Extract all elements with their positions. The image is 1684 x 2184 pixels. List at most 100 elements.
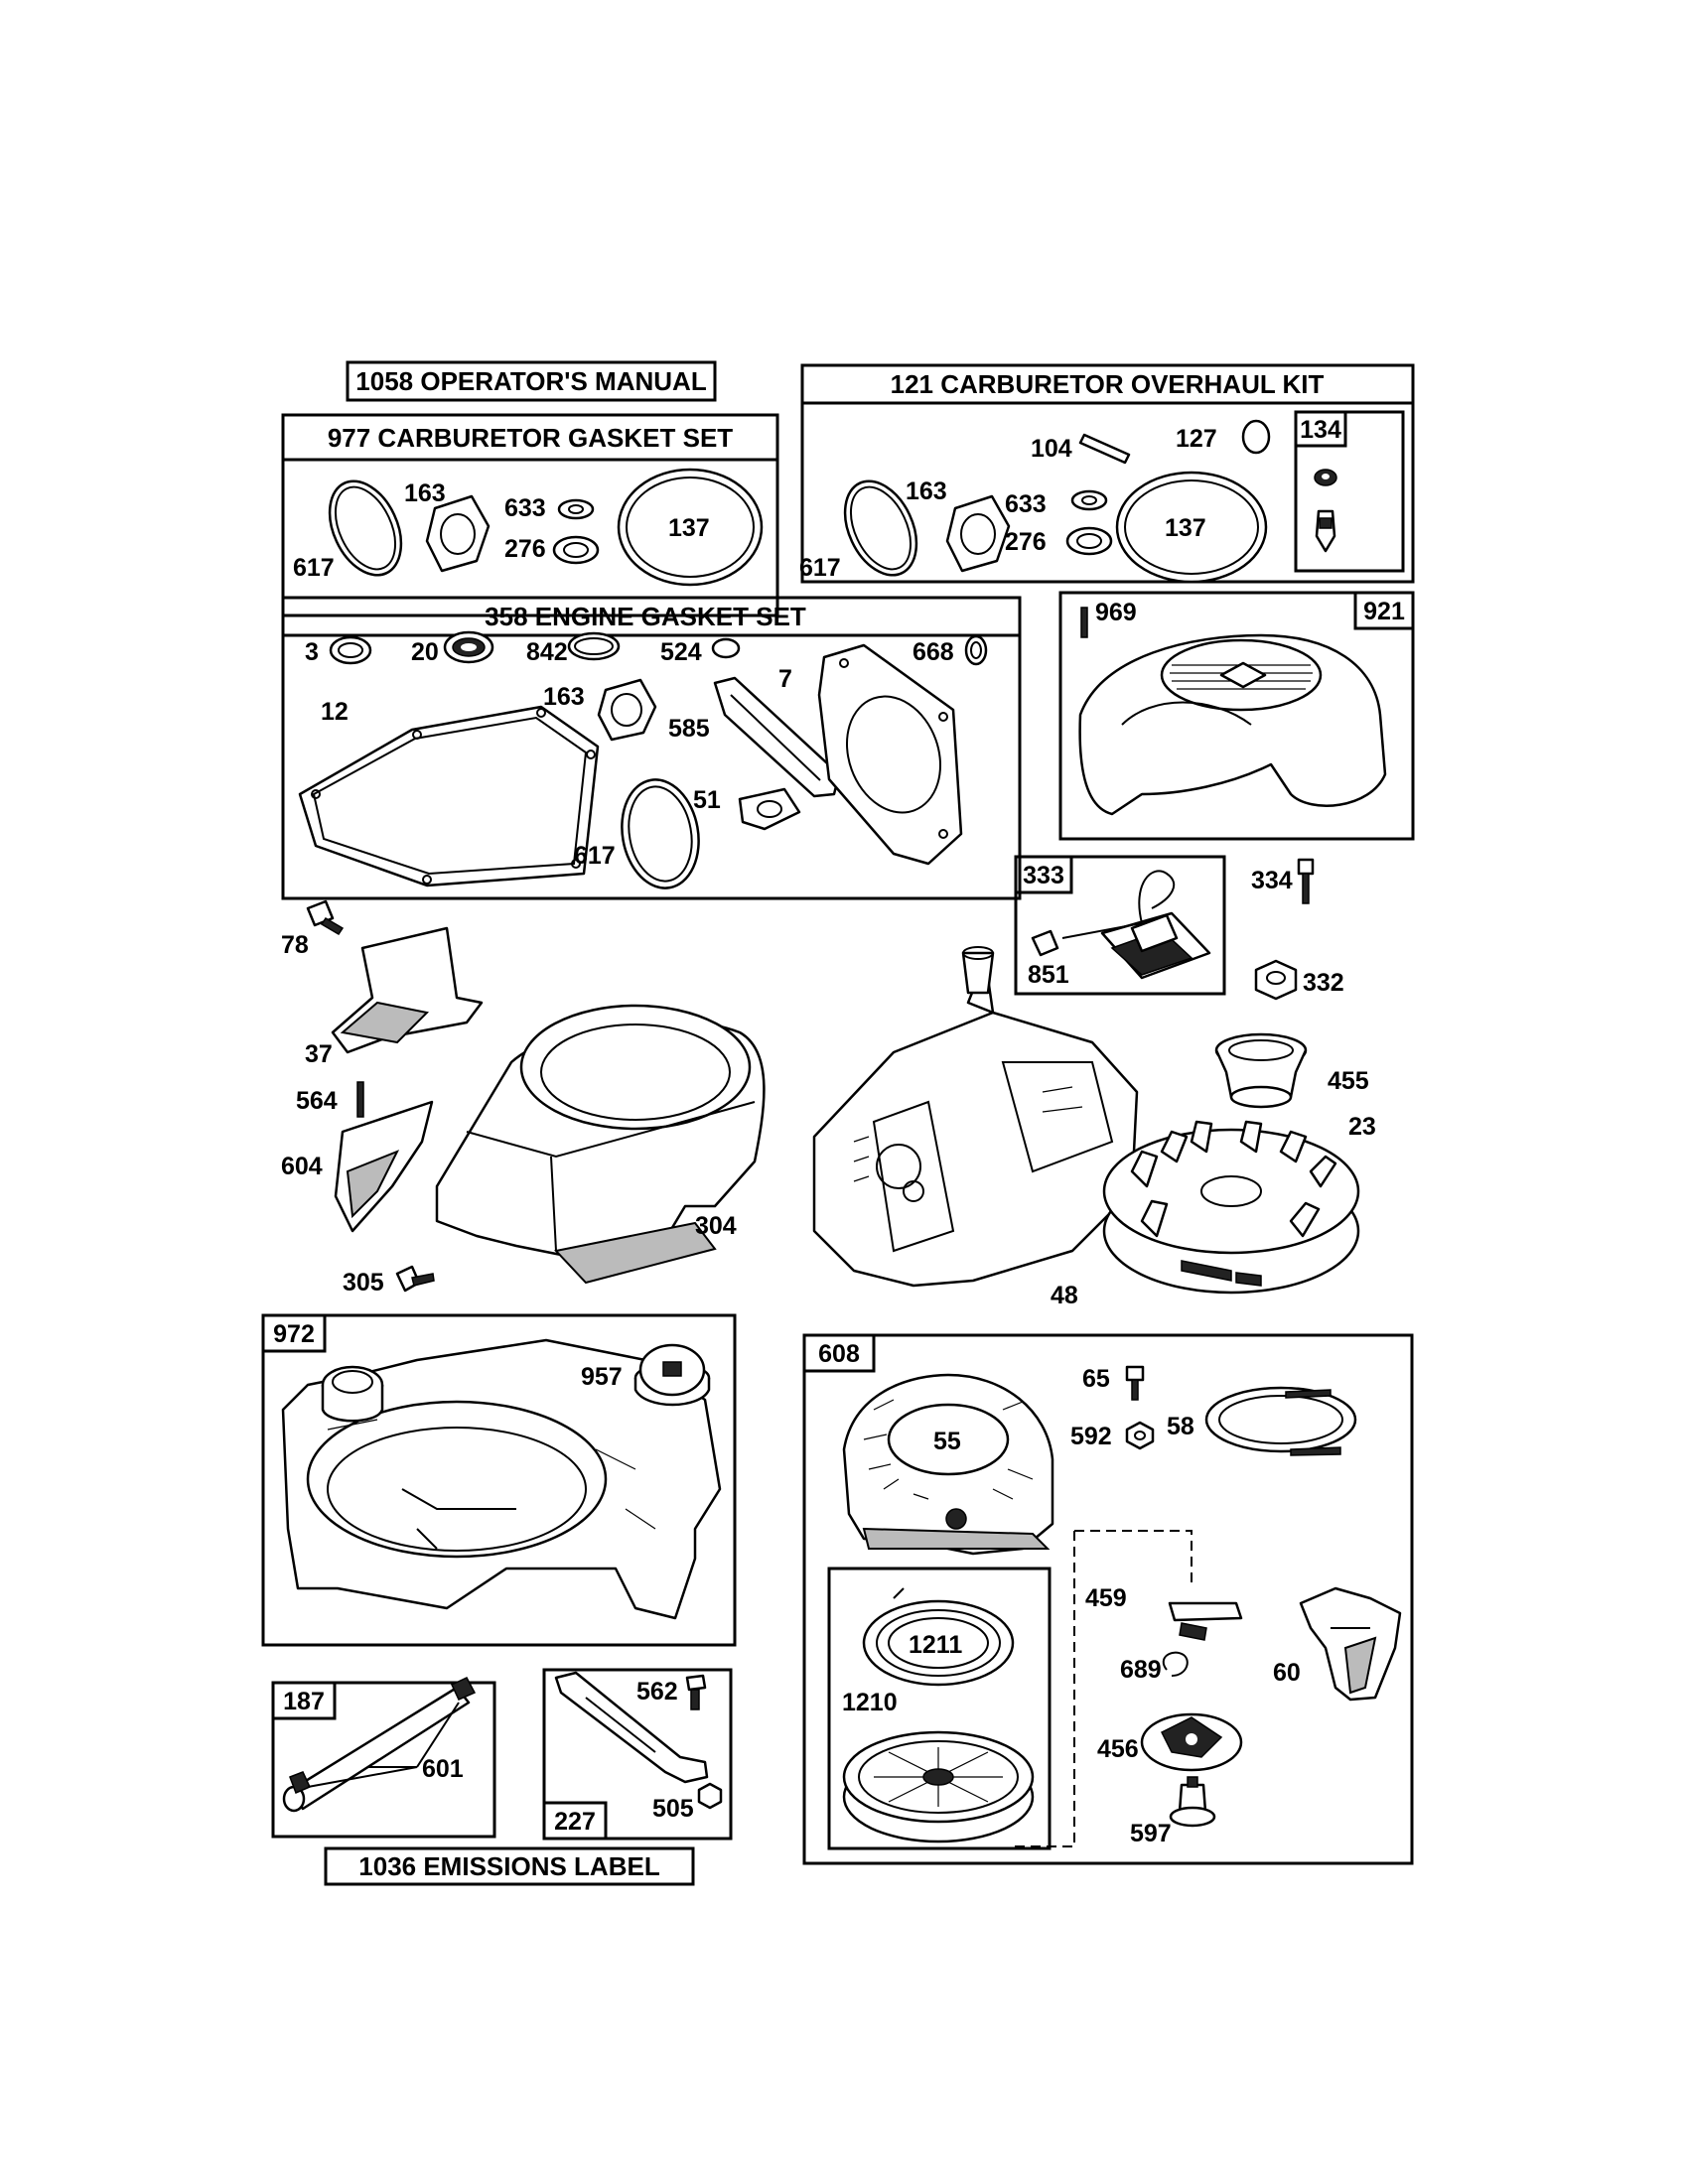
- group-134-box[interactable]: 134: [1294, 410, 1405, 573]
- part-label-163: 163: [543, 683, 585, 711]
- emissions-label-box[interactable]: 1036 EMISSIONS LABEL: [324, 1846, 695, 1886]
- seal-668: [964, 634, 988, 666]
- gasket-163-a: [425, 494, 491, 573]
- part-label-7: 7: [778, 665, 792, 693]
- ignition-armature: [1031, 870, 1211, 980]
- part-label-276: 276: [504, 535, 546, 563]
- part-label-3: 3: [305, 638, 319, 666]
- part-label-505: 505: [652, 1795, 694, 1823]
- part-label-633: 633: [504, 494, 546, 522]
- part-label-163: 163: [906, 478, 947, 505]
- group-972-box[interactable]: 972: [261, 1313, 737, 1647]
- shroud-304: [435, 1004, 766, 1285]
- group-tag-333: 333: [1023, 862, 1064, 889]
- carburetor-gasket-set-box[interactable]: 977 CARBURETOR GASKET SET: [281, 413, 779, 617]
- operators-manual-box[interactable]: 1058 OPERATOR'S MANUAL: [346, 360, 717, 402]
- seal-3: [329, 635, 372, 665]
- rope-58: [1204, 1386, 1357, 1456]
- head-gasket-7: [817, 643, 963, 866]
- part-label-37: 37: [305, 1040, 333, 1068]
- part-label-957: 957: [581, 1363, 623, 1391]
- part-label-455: 455: [1328, 1067, 1369, 1095]
- group-tag-921: 921: [1363, 598, 1405, 625]
- part-label-562: 562: [636, 1678, 678, 1706]
- part-label-842: 842: [526, 638, 568, 666]
- group-tag-972: 972: [273, 1320, 315, 1348]
- group-tag-227: 227: [554, 1808, 596, 1836]
- part-label-604: 604: [281, 1153, 323, 1180]
- part-label-65: 65: [1082, 1365, 1110, 1393]
- carburetor-gasket-set-title: 977 CARBURETOR GASKET SET: [328, 423, 733, 453]
- starter-cup-455: [1214, 1032, 1308, 1109]
- part-label-304: 304: [695, 1212, 737, 1240]
- crankcase-gasket-12: [298, 705, 600, 887]
- spring-box[interactable]: [827, 1567, 1052, 1850]
- gasket-617-a: [328, 479, 403, 577]
- part-label-456: 456: [1097, 1735, 1139, 1763]
- starter-housing-55: [842, 1373, 1054, 1556]
- group-tag-187: 187: [283, 1688, 325, 1715]
- emissions-label-title: 1036 EMISSIONS LABEL: [358, 1851, 660, 1881]
- gasket-163-b: [945, 494, 1011, 573]
- part-label-459: 459: [1085, 1584, 1127, 1612]
- part-label-668: 668: [912, 638, 954, 666]
- part-label-969: 969: [1095, 599, 1137, 626]
- rewind-spring-1211: [862, 1587, 1015, 1687]
- part-label-689: 689: [1120, 1656, 1162, 1684]
- pawl-459: [1168, 1601, 1243, 1641]
- retainer-456: [1140, 1712, 1243, 1772]
- group-333-box[interactable]: 333 851: [1014, 855, 1226, 996]
- needle-seat-icon: [1314, 469, 1337, 486]
- part-label-334: 334: [1251, 867, 1293, 894]
- nut-332: [1254, 959, 1298, 1001]
- oil-seal-20: [443, 630, 494, 664]
- part-label-127: 127: [1176, 425, 1217, 453]
- part-label-601: 601: [422, 1755, 464, 1783]
- pin-104: [1078, 433, 1131, 465]
- part-label-1211: 1211: [909, 1631, 962, 1659]
- washer-276-b: [1065, 526, 1113, 556]
- part-label-851: 851: [1028, 961, 1069, 989]
- screw-562: [685, 1674, 707, 1710]
- gasket-137-b: [1115, 471, 1268, 584]
- group-187-box[interactable]: 187 601: [271, 1677, 496, 1839]
- group-608-box[interactable]: 608: [802, 1333, 1414, 1865]
- nut-505: [697, 1782, 723, 1810]
- screw-969: [1080, 607, 1088, 638]
- retainer-ring-689: [1162, 1651, 1189, 1677]
- part-label-51: 51: [693, 786, 721, 814]
- part-label-1210: 1210: [842, 1689, 898, 1716]
- part-label-137: 137: [1165, 514, 1206, 542]
- part-label-617: 617: [799, 554, 841, 582]
- group-tag-608: 608: [818, 1340, 860, 1368]
- gasket-585: [713, 676, 841, 798]
- part-label-163: 163: [404, 479, 446, 507]
- o-ring-524: [711, 637, 741, 659]
- washer-633-a: [557, 498, 595, 520]
- blower-housing: [1078, 633, 1387, 816]
- washer-633-b: [1070, 489, 1108, 511]
- part-label-12: 12: [321, 698, 349, 726]
- screw-78: [306, 899, 345, 936]
- gasket-137-a: [617, 468, 764, 587]
- part-label-617: 617: [293, 554, 335, 582]
- control-bracket: [554, 1671, 709, 1784]
- washer-276-a: [552, 535, 600, 565]
- screw-334: [1297, 858, 1315, 904]
- part-label-20: 20: [411, 638, 439, 666]
- gasket-163-c: [597, 678, 657, 742]
- screw-65: [1125, 1365, 1145, 1401]
- part-label-55: 55: [933, 1428, 961, 1455]
- nut-592: [1125, 1421, 1155, 1450]
- engine-gasket-set-box[interactable]: 358 ENGINE GASKET SET: [281, 596, 1022, 900]
- part-label-633: 633: [1005, 490, 1047, 518]
- carburetor-overhaul-kit-box[interactable]: 121 CARBURETOR OVERHAUL KIT: [800, 363, 1415, 584]
- part-label-585: 585: [668, 715, 710, 743]
- fuel-line-601: [282, 1677, 477, 1813]
- carburetor-overhaul-kit-title: 121 CARBURETOR OVERHAUL KIT: [891, 369, 1325, 399]
- part-label-104: 104: [1031, 435, 1072, 463]
- group-227-box[interactable]: 227 562 505: [542, 1668, 733, 1841]
- group-921-box[interactable]: 921: [1058, 591, 1415, 841]
- part-label-60: 60: [1273, 1659, 1301, 1687]
